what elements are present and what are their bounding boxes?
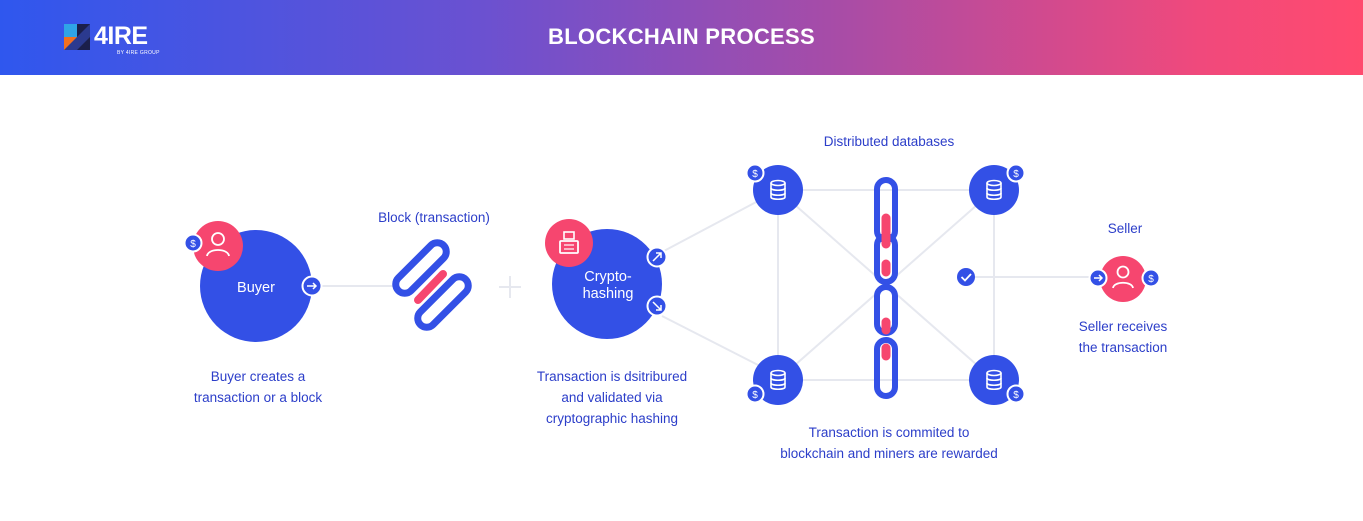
buyer-node: $	[183, 221, 323, 342]
page-title: BLOCKCHAIN PROCESS	[548, 24, 815, 49]
database-node-top-right: $	[969, 163, 1026, 215]
hashing-arrow-down-right-icon	[646, 295, 668, 317]
blockchain-commit-caption: Transaction is commited to blockchain an…	[780, 425, 998, 461]
svg-text:$: $	[1013, 390, 1019, 401]
buyer-user-badge	[193, 221, 243, 271]
logo-subtitle: BY 4IRE GROUP	[117, 50, 160, 56]
crypto-hashing-caption: Transaction is dsitribured and validated…	[536, 369, 688, 426]
svg-text:$: $	[752, 169, 758, 180]
svg-text:$: $	[1148, 274, 1154, 285]
seller-node: $	[1088, 256, 1161, 302]
database-node-bottom-right: $	[969, 355, 1026, 405]
database-node-bottom-left: $	[745, 355, 803, 405]
seller-label: Seller	[1107, 221, 1143, 236]
database-node-top-left: $	[745, 163, 803, 215]
vertical-blockchain-icon	[874, 177, 898, 399]
buyer-label: Buyer	[237, 280, 275, 296]
seller-arrow-icon	[1088, 268, 1108, 288]
check-icon	[957, 268, 975, 286]
crypto-hashing-node	[545, 219, 668, 339]
company-logo[interactable]: 4IRE BY 4IRE GROUP	[64, 22, 160, 58]
distributed-databases-label: Distributed databases	[823, 134, 955, 149]
seller-caption: Seller receives the transaction	[1078, 319, 1168, 355]
logo-mark-icon	[64, 24, 90, 50]
buyer-coin-icon: $	[183, 233, 203, 253]
svg-text:$: $	[752, 390, 758, 401]
crypto-hashing-label: Crypto- hashing	[582, 269, 634, 302]
svg-text:$: $	[1013, 169, 1019, 180]
header-banner: 4IRE BY 4IRE GROUP BLOCKCHAIN PROCESS	[0, 0, 1363, 75]
hashing-arrow-up-right-icon	[646, 246, 668, 268]
block-label: Block (transaction)	[378, 210, 490, 225]
hash-machine-icon	[545, 219, 593, 267]
buyer-caption: Buyer creates a transaction or a block	[193, 369, 323, 405]
logo-text: 4IRE	[94, 22, 148, 50]
svg-text:$: $	[190, 239, 196, 250]
buyer-arrow-icon	[301, 275, 323, 297]
chain-link-icon	[392, 239, 472, 331]
seller-coin-icon: $	[1141, 268, 1161, 288]
